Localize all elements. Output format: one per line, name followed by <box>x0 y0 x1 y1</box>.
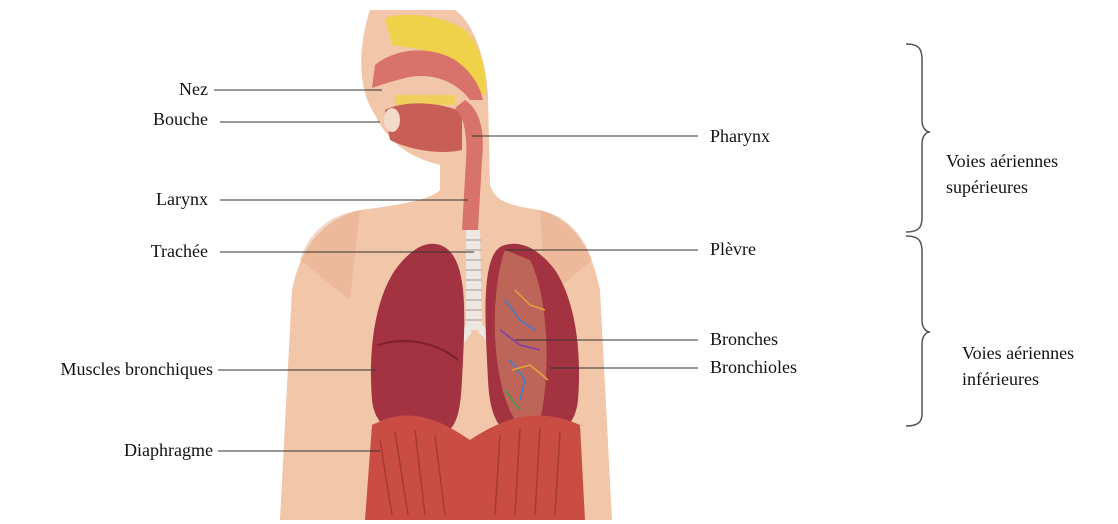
group-lower-line2: inférieures <box>962 366 1074 392</box>
label-nez: Nez <box>179 79 208 99</box>
label-diaphragme: Diaphragme <box>124 440 213 460</box>
group-upper-line2: supérieures <box>946 174 1058 200</box>
label-bronches: Bronches <box>710 329 778 349</box>
label-larynx: Larynx <box>156 189 208 209</box>
group-upper-line1: Voies aériennes <box>946 148 1058 174</box>
group-lower-airways: Voies aériennes inférieures <box>962 340 1074 392</box>
label-pharynx: Pharynx <box>710 126 770 146</box>
label-bouche: Bouche <box>153 109 208 129</box>
label-muscles-bronchiques: Muscles bronchiques <box>61 359 213 379</box>
label-trachee: Trachée <box>151 241 208 261</box>
label-bronchioles: Bronchioles <box>710 357 797 377</box>
label-plevre: Plèvre <box>710 239 756 259</box>
curly-brace-icon <box>906 44 930 426</box>
group-lower-line1: Voies aériennes <box>962 340 1074 366</box>
group-upper-airways: Voies aériennes supérieures <box>946 148 1058 200</box>
